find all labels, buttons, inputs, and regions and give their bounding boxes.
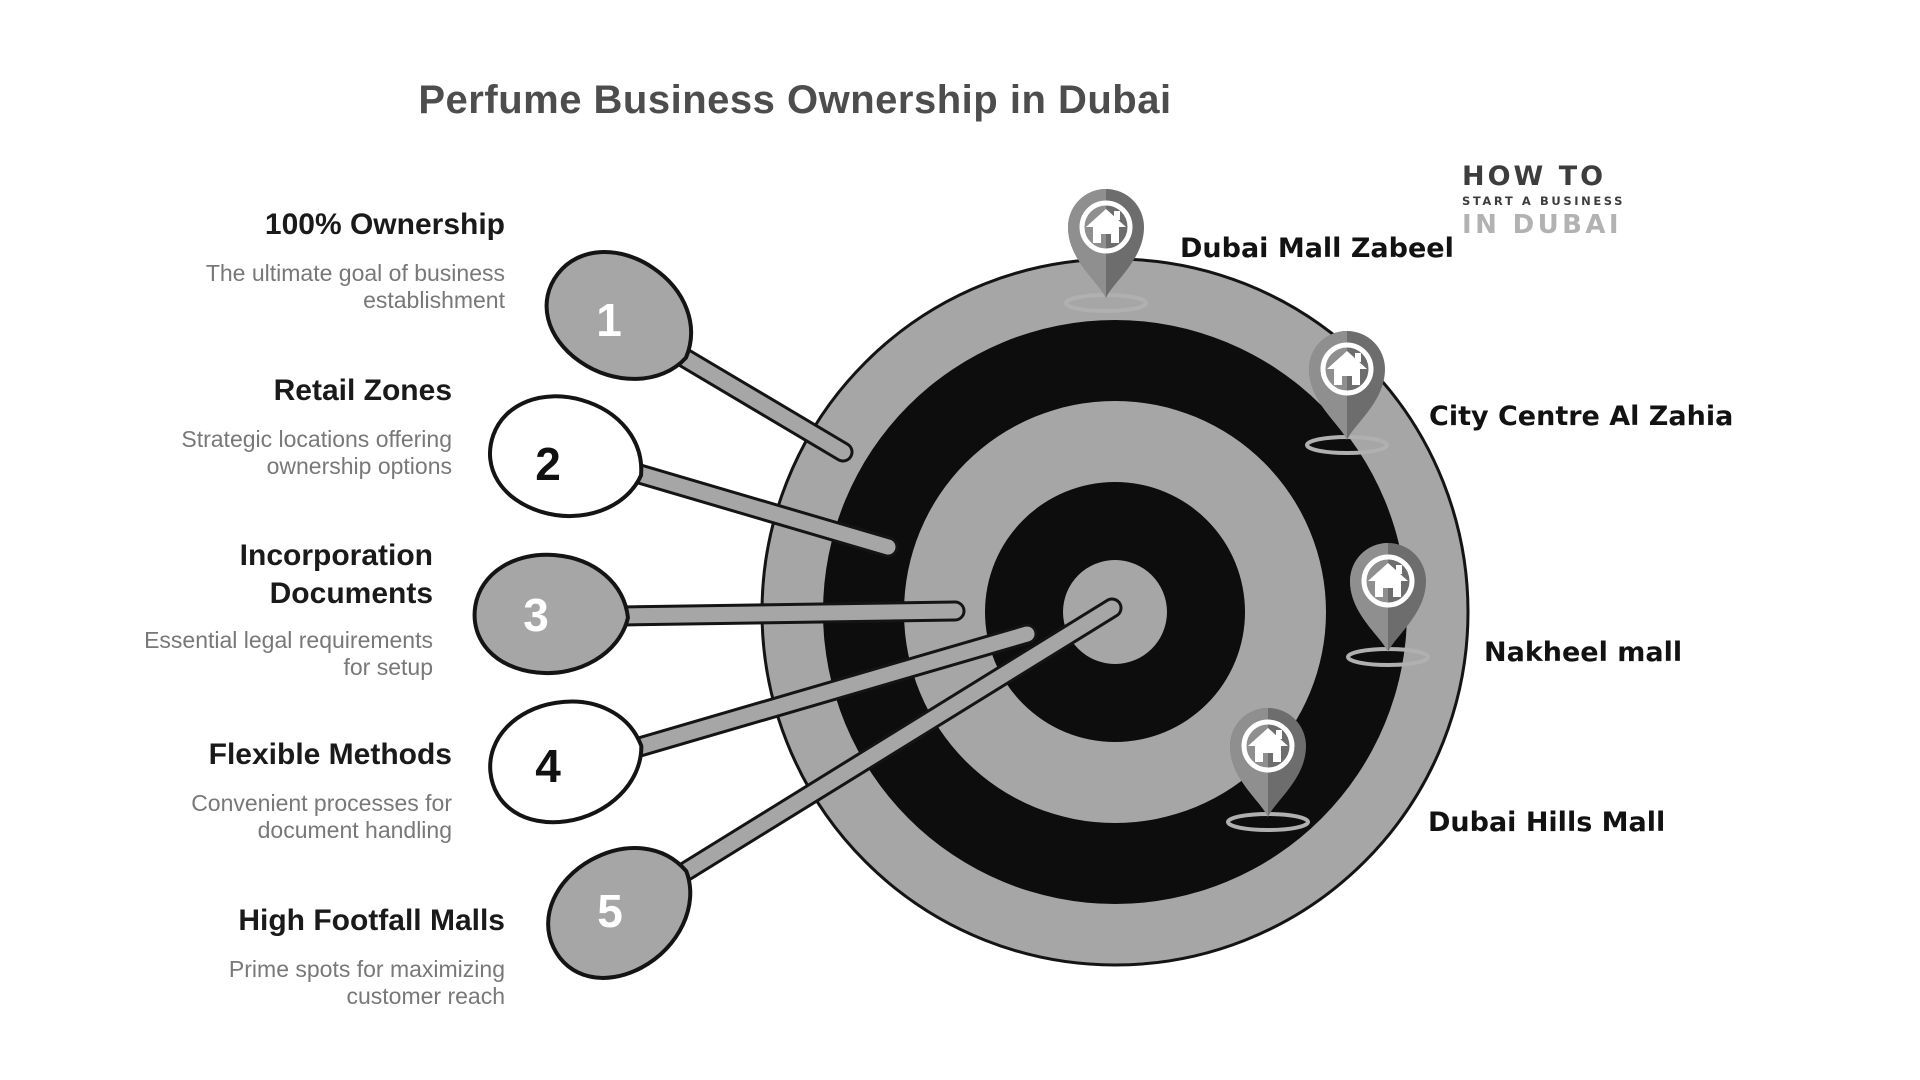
dart-flight xyxy=(473,552,630,676)
step-title: Retail Zones xyxy=(273,374,452,407)
pin-ring xyxy=(1320,342,1374,396)
dart-number-4: 4 xyxy=(535,740,561,792)
dart-1: 1 xyxy=(522,225,854,463)
dart-3: 3 xyxy=(473,552,966,676)
step-description: The ultimate goal of business establishm… xyxy=(205,260,505,313)
step-title: Incorporation Documents xyxy=(239,539,433,610)
dart-2: 2 xyxy=(476,380,899,558)
brand-logo: HOW TO START A BUSINESS IN DUBAI xyxy=(1462,163,1632,238)
step-block-1: 100% Ownership The ultimate goal of busi… xyxy=(145,206,505,314)
darts: 1 2 3 4 xyxy=(473,225,1123,1004)
pin-ring xyxy=(1079,200,1133,254)
dart-shaft xyxy=(628,626,1035,756)
dart-shaft xyxy=(614,603,963,624)
dart-flight xyxy=(476,685,656,837)
pin-ring xyxy=(1361,554,1415,608)
step-title: Flexible Methods xyxy=(208,738,452,771)
dart-5: 5 xyxy=(522,597,1123,1004)
dart-4: 4 xyxy=(476,623,1038,837)
step-block-2: Retail Zones Strategic locations offerin… xyxy=(142,372,452,480)
step-description: Strategic locations offering ownership o… xyxy=(181,426,452,479)
location-label-city-centre-al-zahia: City Centre Al Zahia xyxy=(1429,401,1734,432)
location-label-dubai-mall-zabeel: Dubai Mall Zabeel xyxy=(1180,233,1454,264)
dart-shaft xyxy=(628,465,896,555)
dart-shaft xyxy=(670,346,851,460)
dart-number-5: 5 xyxy=(597,885,623,937)
location-label-nakheel-mall: Nakheel mall xyxy=(1484,637,1683,668)
page-title: Perfume Business Ownership in Dubai xyxy=(418,78,1172,122)
step-block-4: Flexible Methods Convenient processes fo… xyxy=(142,736,452,844)
dart-number-2: 2 xyxy=(535,438,561,490)
step-block-5: High Footfall Malls Prime spots for maxi… xyxy=(145,902,505,1010)
dart-number-3: 3 xyxy=(523,589,549,641)
step-description: Convenient processes for document handli… xyxy=(191,790,452,843)
step-title: High Footfall Malls xyxy=(238,904,505,937)
step-title: 100% Ownership xyxy=(264,208,505,241)
pin-ring xyxy=(1241,719,1295,773)
logo-line-3: IN DUBAI xyxy=(1462,209,1622,240)
step-description: Essential legal requirements for setup xyxy=(144,627,433,680)
dart-shaft xyxy=(672,600,1120,883)
dart-number-1: 1 xyxy=(596,294,622,346)
logo-line-1: HOW TO xyxy=(1462,161,1607,192)
step-block-3: Incorporation Documents Essential legal … xyxy=(123,537,433,681)
logo-line-2: START A BUSINESS xyxy=(1462,194,1626,208)
location-label-dubai-hills-mall: Dubai Hills Mall xyxy=(1428,807,1666,838)
dart-flight xyxy=(476,380,657,535)
step-description: Prime spots for maximizing customer reac… xyxy=(228,956,505,1009)
